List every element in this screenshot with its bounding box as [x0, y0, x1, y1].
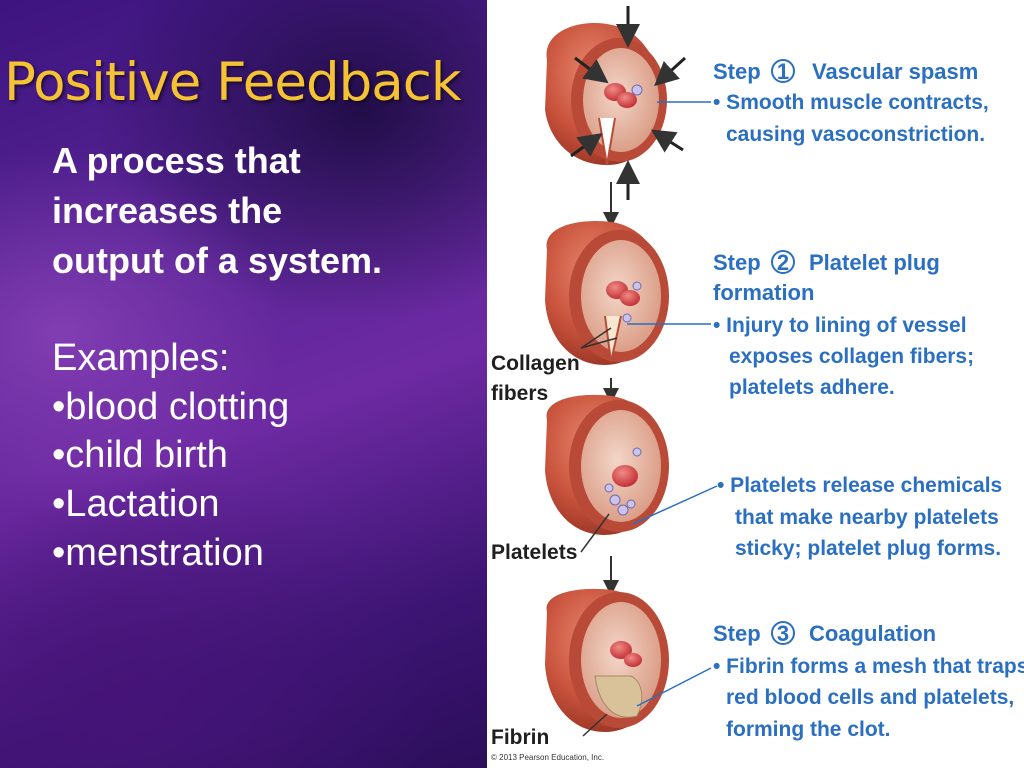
- collagen-leader-line: [580, 337, 618, 349]
- step-name: Coagulation: [809, 621, 936, 646]
- copyright-notice: © 2013 Pearson Education, Inc.: [491, 753, 604, 762]
- step-number: 2: [777, 250, 789, 275]
- collagen-fibers-label-line-2: fibers: [491, 382, 548, 405]
- definition-line-1: A process that: [52, 140, 301, 181]
- arrow-icon: [570, 132, 603, 158]
- vessel-plug-illustration: [545, 220, 669, 365]
- platelets-label: Platelets: [491, 541, 577, 564]
- step-1-text: Step 1 Vascular spasm • Smooth muscle co…: [657, 59, 989, 146]
- hemostasis-figure: Step 1 Vascular spasm • Smooth muscle co…: [491, 6, 1024, 762]
- vessel-coagulation-illustration: [545, 588, 669, 732]
- step-body-line: • Smooth muscle contracts,: [713, 91, 989, 114]
- hemostasis-figure-panel: Step 1 Vascular spasm • Smooth muscle co…: [487, 0, 1024, 768]
- example-item: •blood clotting: [52, 386, 290, 428]
- left-text-panel: Positive Feedback A process that increas…: [0, 0, 487, 768]
- step-name: Vascular spasm: [812, 59, 978, 84]
- arrow-icon: [574, 56, 609, 84]
- step-body-line: • Platelets release chemicals: [717, 474, 1002, 497]
- collagen-fibers-label: Collagen: [491, 352, 580, 375]
- step-number-badge: [771, 250, 795, 274]
- definition-line-2: increases the: [52, 190, 283, 231]
- step-body-line: that make nearby platelets: [735, 506, 999, 529]
- examples-heading: Examples:: [52, 337, 230, 379]
- step-label: Step: [713, 59, 761, 84]
- vessel-platelets-illustration: [545, 394, 669, 535]
- step-body-line: platelets adhere.: [729, 376, 895, 399]
- arrow-icon: [650, 129, 684, 153]
- step-label: Step: [713, 250, 761, 275]
- step-name-line-2: formation: [713, 280, 814, 305]
- platelet-release-leader-line: [632, 485, 718, 525]
- arrow-icon: [654, 56, 687, 87]
- step-body-line: • Fibrin forms a mesh that traps: [713, 655, 1024, 678]
- step-body-line: exposes collagen fibers;: [729, 345, 974, 368]
- fibrin-leader-line: [582, 713, 608, 737]
- step-number-badge: [771, 621, 795, 645]
- step-2-text: Step 2 Platelet plug formation • Injury …: [627, 250, 974, 399]
- example-item: •child birth: [52, 434, 228, 476]
- platelet-release-text: • Platelets release chemicals that make …: [632, 474, 1002, 560]
- step-number: 1: [777, 59, 789, 84]
- example-item: •menstration: [52, 532, 264, 574]
- step-number: 3: [777, 621, 789, 646]
- step-label: Step: [713, 621, 761, 646]
- fibrin-label: Fibrin: [491, 726, 549, 749]
- definition-line-3: output of a system.: [52, 240, 383, 281]
- step-body-line: • Injury to lining of vessel: [713, 314, 967, 337]
- step-3-leader-line: [636, 667, 712, 707]
- step-body-line: forming the clot.: [726, 718, 891, 741]
- platelets-leader-line: [580, 513, 610, 553]
- step-body-line: causing vasoconstriction.: [726, 123, 985, 146]
- vessel-spasm-illustration: [545, 6, 687, 200]
- collagen-leader-line: [580, 327, 612, 349]
- slide-title: Positive Feedback: [4, 52, 462, 113]
- step-number-badge: [771, 59, 795, 83]
- example-item: •Lactation: [52, 483, 220, 525]
- step-body-line: red blood cells and platelets,: [726, 686, 1014, 709]
- step-name: Platelet plug: [809, 250, 940, 275]
- step-body-line: sticky; platelet plug forms.: [735, 537, 1001, 560]
- step-3-text: Step 3 Coagulation • Fibrin forms a mesh…: [636, 621, 1024, 741]
